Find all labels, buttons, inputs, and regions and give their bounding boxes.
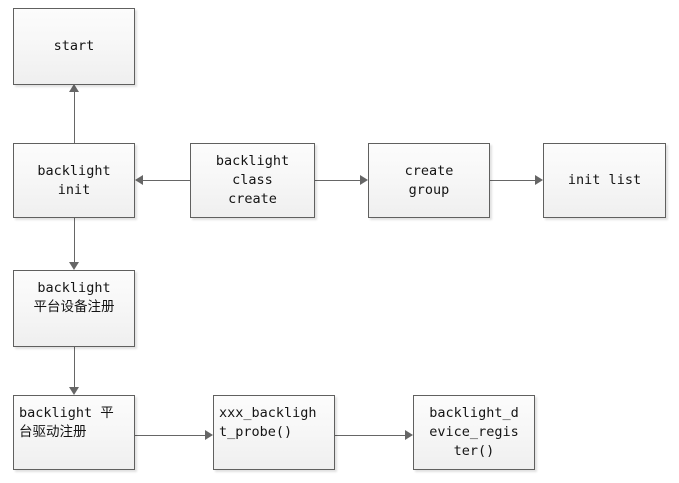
node-backlight-device-register[interactable]: backlight_d evice_regis ter() <box>413 395 535 470</box>
edge-probe-to-register-arrowhead <box>405 430 413 440</box>
edge-driver-to-probe-line <box>135 435 205 436</box>
node-xxx-backlight-probe-label: xxx_backligh t_probe() <box>219 405 317 440</box>
edge-init-to-platform-device-arrowhead <box>69 262 79 270</box>
node-backlight-class-create-label: backlight class create <box>215 153 290 207</box>
edge-device-to-driver-line <box>74 347 75 387</box>
node-xxx-backlight-probe[interactable]: xxx_backligh t_probe() <box>213 395 335 470</box>
edge-group-to-init-list-line <box>490 180 535 181</box>
edge-probe-to-register-line <box>335 435 405 436</box>
edge-class-create-to-group-arrowhead <box>360 175 368 185</box>
edge-driver-to-probe-arrowhead <box>205 430 213 440</box>
node-backlight-platform-driver-register-label: backlight 平 台驱动注册 <box>19 405 114 440</box>
node-start[interactable]: start <box>13 8 135 85</box>
edge-class-create-to-init-arrowhead <box>135 175 143 185</box>
node-init-list[interactable]: init list <box>543 143 666 218</box>
edge-class-create-to-init-line <box>143 180 190 181</box>
node-start-label: start <box>53 38 95 54</box>
edge-group-to-init-list-arrowhead <box>535 175 543 185</box>
node-init-list-label: init list <box>567 172 642 188</box>
edge-class-create-to-group-line <box>315 180 360 181</box>
node-backlight-platform-device-register-label: backlight 平台设备注册 <box>33 280 115 315</box>
node-backlight-class-create[interactable]: backlight class create <box>190 143 315 218</box>
node-backlight-platform-driver-register[interactable]: backlight 平 台驱动注册 <box>13 395 135 470</box>
edge-init-to-start-line <box>74 92 75 143</box>
node-create-group-label: create group <box>404 162 454 198</box>
node-create-group[interactable]: create group <box>368 143 490 218</box>
edge-init-to-platform-device-line <box>74 218 75 262</box>
node-backlight-init[interactable]: backlight init <box>13 143 135 218</box>
edge-device-to-driver-arrowhead <box>69 387 79 395</box>
node-backlight-init-label: backlight init <box>37 162 111 198</box>
node-backlight-device-register-label: backlight_d evice_regis ter() <box>429 405 519 459</box>
edge-init-to-start-arrowhead <box>69 84 79 92</box>
node-backlight-platform-device-register[interactable]: backlight 平台设备注册 <box>13 270 135 347</box>
